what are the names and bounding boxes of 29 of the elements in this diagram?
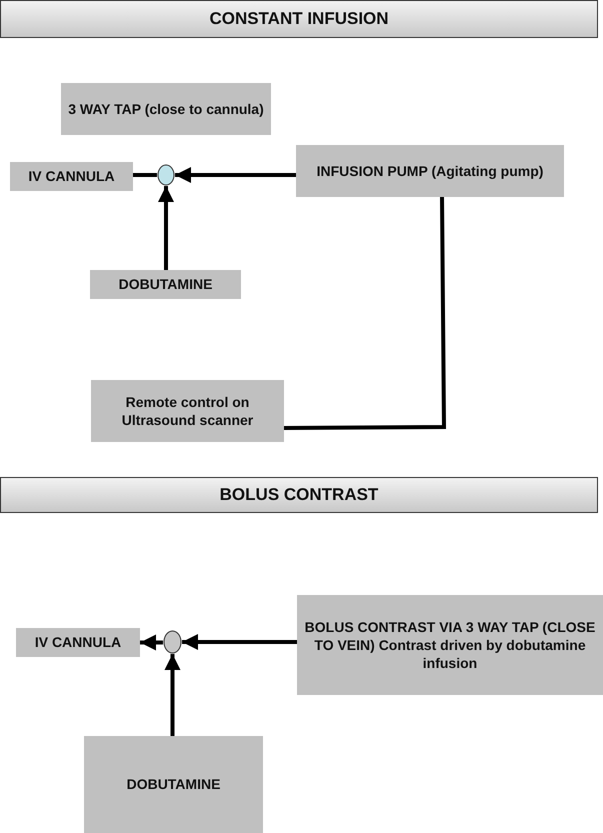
label-box xyxy=(84,736,263,833)
label-box xyxy=(91,380,284,442)
label-box xyxy=(90,270,241,299)
box-text: DOBUTAMINE xyxy=(126,775,220,794)
section-title: CONSTANT INFUSION xyxy=(209,9,389,29)
section-header xyxy=(0,0,598,38)
label-box xyxy=(296,145,564,197)
box-text: IV CANNULA xyxy=(28,167,115,186)
arrow xyxy=(175,167,296,183)
connector-line xyxy=(284,196,446,430)
tap-circle xyxy=(163,630,182,654)
box-text: IV CANNULA xyxy=(34,633,122,652)
box-text: DOBUTAMINE xyxy=(118,275,212,294)
box-text: 3 WAY TAP (close to cannula) xyxy=(68,100,264,118)
arrow xyxy=(158,186,174,270)
label-box xyxy=(10,162,133,191)
arrow xyxy=(182,634,297,650)
label-box xyxy=(16,628,140,657)
label-box xyxy=(61,83,271,135)
tap-circle xyxy=(157,164,175,186)
connector-line xyxy=(133,173,157,177)
section-title: BOLUS CONTRAST xyxy=(220,485,378,505)
box-text: BOLUS CONTRAST VIA 3 WAY TAP (CLOSE TO VEIN) Contrast driven by dobutamine infusion xyxy=(304,618,596,672)
label-box xyxy=(297,595,603,695)
box-text: Remote control on Ultrasound scanner xyxy=(120,392,254,430)
box-text: INFUSION PUMP (Agitating pump) xyxy=(316,162,544,180)
section-header xyxy=(0,477,598,513)
arrow xyxy=(140,634,163,650)
arrow xyxy=(164,654,180,736)
